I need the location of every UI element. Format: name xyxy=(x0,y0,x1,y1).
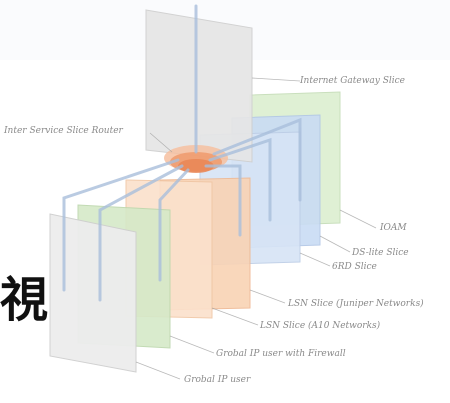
router-to-ioam-arrow xyxy=(212,117,302,202)
label-internet-gateway-slice: Internet Gateway Slice xyxy=(300,76,405,86)
leader-inter-service-router xyxy=(149,132,173,153)
label-dslite-slice: DS-lite Slice xyxy=(352,248,409,258)
leader-dslite xyxy=(319,235,351,253)
router-to-dslite-arrow xyxy=(208,137,272,222)
overlay-kanji: 視 xyxy=(0,272,49,328)
router-to-6rd-arrow xyxy=(204,164,242,237)
router-to-lsn-arrow xyxy=(158,168,190,282)
label-inter-service-slice-router: Inter Service Slice Router xyxy=(4,126,123,136)
global-user-slice-panel xyxy=(49,213,137,373)
internet-gateway-slice-panel xyxy=(145,9,253,163)
leader-ioam xyxy=(339,209,377,229)
label-6rd-slice: 6RD Slice xyxy=(332,262,377,272)
router-to-user-arrow xyxy=(62,158,180,292)
label-global-ip-user: Grobal IP user xyxy=(184,375,251,385)
leader-internet-gateway xyxy=(251,77,301,82)
label-global-ip-firewall: Grobal IP user with Firewall xyxy=(216,349,346,359)
label-lsn-juniper: LSN Slice (Juniper Networks) xyxy=(288,299,424,309)
label-lsn-a10: LSN Slice (A10 Networks) xyxy=(260,321,381,331)
leader-lsn-a10 xyxy=(211,307,259,326)
label-ioam: IOAM xyxy=(380,223,407,233)
leader-lsn-juniper xyxy=(249,289,286,304)
router-to-firewall-arrow xyxy=(98,164,184,302)
leader-firewall xyxy=(169,335,215,354)
leader-6rd xyxy=(299,252,331,267)
leader-global-user xyxy=(135,361,181,380)
